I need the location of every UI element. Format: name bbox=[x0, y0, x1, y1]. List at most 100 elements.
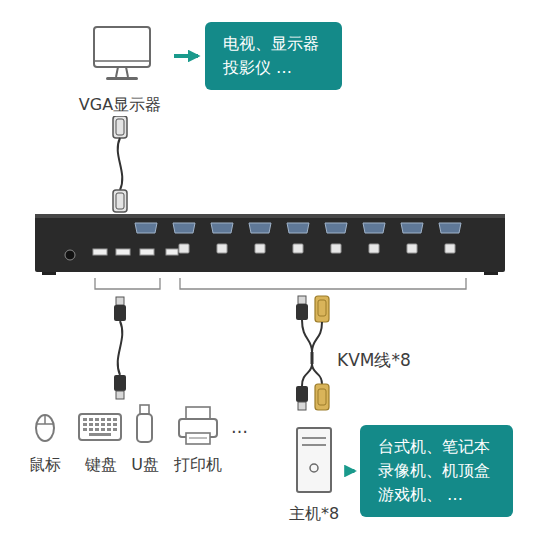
vga-connector-inner bbox=[116, 193, 124, 209]
icon-label: 鼠标 bbox=[28, 455, 62, 476]
mouse-icon bbox=[36, 415, 54, 441]
keyboard-key bbox=[101, 428, 105, 431]
kvm-switch bbox=[35, 214, 505, 272]
usb-plug-body bbox=[114, 375, 126, 391]
pc-tower bbox=[297, 428, 331, 492]
more-mark: … bbox=[230, 416, 249, 438]
printer-icon bbox=[186, 433, 210, 444]
keyboard-space bbox=[89, 433, 111, 436]
usb-a-port bbox=[93, 249, 107, 255]
icon-label: 键盘 bbox=[84, 455, 118, 476]
cable-label: KVM线*8 bbox=[336, 349, 412, 371]
vga-port bbox=[401, 223, 423, 233]
udisk-icon bbox=[137, 414, 152, 442]
keyboard-node: 键盘 bbox=[75, 400, 127, 476]
monitor-screen bbox=[94, 27, 150, 67]
bracket bbox=[95, 278, 160, 289]
keyboard-key bbox=[101, 423, 105, 426]
box-text: 台式机、笔记本 录像机、机顶盒 游戏机、 … bbox=[378, 435, 495, 507]
vga-port bbox=[173, 223, 195, 233]
kvm-foot bbox=[42, 272, 56, 275]
keyboard-key bbox=[113, 428, 117, 431]
vga-port bbox=[211, 223, 233, 233]
udisk-node: U盘 bbox=[127, 400, 163, 476]
usb-cable bbox=[118, 321, 123, 375]
vga-plug-gold bbox=[315, 384, 329, 410]
usb-b-port bbox=[217, 244, 227, 253]
usb-a-port bbox=[116, 249, 130, 255]
vga-port bbox=[287, 223, 309, 233]
usb-plug-body bbox=[114, 305, 126, 321]
usb-a-port bbox=[140, 249, 154, 255]
keyboard-key bbox=[107, 428, 111, 431]
vga-connector bbox=[113, 116, 127, 138]
printer-icon bbox=[186, 407, 210, 419]
pc-drive-bay bbox=[302, 437, 326, 439]
keyboard-key bbox=[89, 423, 93, 426]
keyboard-icon bbox=[79, 414, 121, 440]
keyboard-key bbox=[107, 423, 111, 426]
printer-icon bbox=[189, 438, 207, 439]
vga-port bbox=[325, 223, 347, 233]
usb-b-port bbox=[445, 244, 455, 253]
pc-node: 主机*8 bbox=[281, 425, 347, 525]
usb-plug bbox=[116, 391, 124, 399]
vga-connector bbox=[113, 190, 127, 212]
icon-label: 主机*8 bbox=[288, 504, 340, 525]
usb-plug-body bbox=[296, 386, 308, 402]
vga-cable bbox=[118, 138, 123, 190]
usb-b-port bbox=[179, 244, 189, 253]
pc-drive-bay bbox=[302, 444, 326, 446]
monitor-base bbox=[106, 77, 138, 80]
keyboard-key bbox=[107, 418, 111, 421]
usb-b-port bbox=[255, 244, 265, 253]
keyboard-key bbox=[83, 428, 87, 431]
keyboard-key bbox=[95, 418, 99, 421]
vga-port bbox=[439, 223, 461, 233]
dc-jack bbox=[65, 250, 75, 260]
monitor-node: VGA显示器 bbox=[70, 20, 170, 116]
vga-plug-gold bbox=[315, 296, 329, 322]
icon-label: 打印机 bbox=[173, 455, 223, 476]
keyboard-key bbox=[95, 423, 99, 426]
ports bbox=[93, 223, 461, 255]
vga-connector-inner bbox=[116, 119, 124, 135]
kvm-foot bbox=[484, 272, 498, 275]
keyboard-key bbox=[83, 418, 87, 421]
monitor-bezel bbox=[94, 60, 150, 62]
keyboard-key bbox=[101, 418, 105, 421]
usb-plug-body bbox=[296, 304, 308, 320]
mouse-node: 鼠标 bbox=[23, 400, 67, 476]
printer-node: 打印机 bbox=[168, 400, 228, 476]
keyboard-key bbox=[89, 418, 93, 421]
mouse-icon bbox=[36, 423, 54, 425]
keyboard-key bbox=[95, 428, 99, 431]
keyboard-keys bbox=[83, 418, 117, 436]
vga-port bbox=[363, 223, 385, 233]
kvm-cable bbox=[311, 352, 314, 364]
vga-port bbox=[135, 223, 157, 233]
usb-update-port bbox=[166, 249, 178, 255]
kvm-switch-top bbox=[35, 214, 505, 218]
usb-b-port bbox=[369, 244, 379, 253]
icon-label: U盘 bbox=[130, 455, 160, 476]
vga-plug-gold bbox=[318, 389, 326, 405]
kvm-cable bbox=[302, 364, 322, 386]
box-text: 电视、显示器 投影仪 … bbox=[223, 32, 324, 80]
usb-b-port bbox=[331, 244, 341, 253]
usb-plug bbox=[298, 402, 306, 410]
mouse-icon bbox=[44, 415, 46, 424]
arrow-connector bbox=[350, 469, 355, 473]
usb-plug bbox=[298, 296, 306, 304]
host-box: 台式机、笔记本 录像机、机顶盒 游戏机、 … bbox=[360, 425, 513, 517]
bracket bbox=[180, 278, 466, 289]
udisk-icon bbox=[140, 405, 149, 414]
keyboard-key bbox=[83, 423, 87, 426]
arrow-connector bbox=[174, 54, 198, 58]
keyboard-key bbox=[113, 423, 117, 426]
vga-plug-gold bbox=[318, 300, 326, 316]
pc-power-button bbox=[310, 464, 318, 472]
icon-label: VGA显示器 bbox=[78, 95, 162, 116]
keyboard-key bbox=[89, 428, 93, 431]
monitor-stand bbox=[116, 67, 128, 77]
